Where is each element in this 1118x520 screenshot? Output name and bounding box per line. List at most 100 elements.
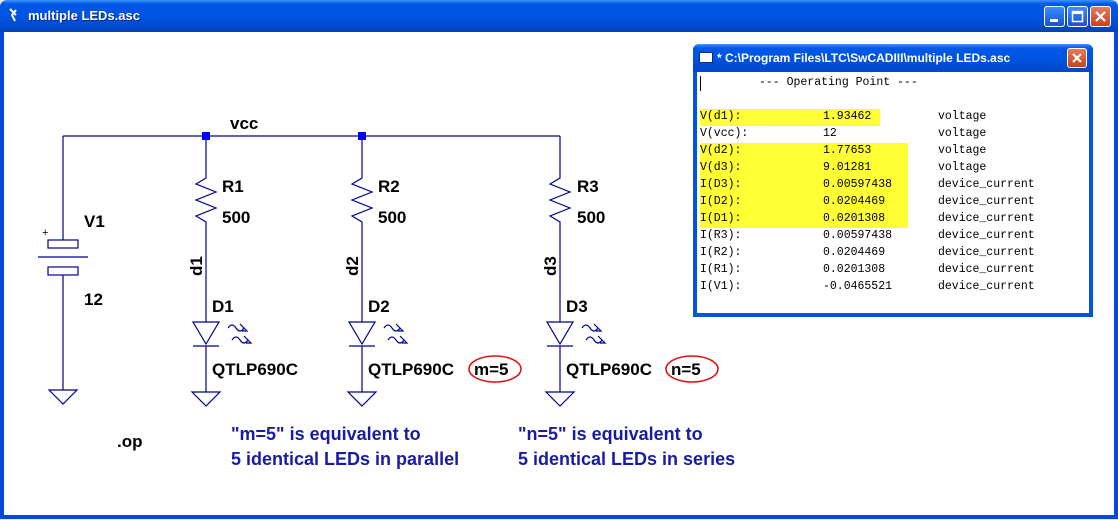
op-result-value: 12 [823, 127, 837, 140]
window-title-bar[interactable]: multiple LEDs.asc [0, 0, 1118, 32]
row-highlight [700, 211, 908, 228]
op-close-button[interactable] [1067, 48, 1087, 68]
close-button[interactable] [1090, 6, 1111, 27]
r1-value-label: 500 [222, 208, 250, 227]
r3-value-label: 500 [577, 208, 605, 227]
maximize-button[interactable] [1067, 6, 1088, 27]
op-result-value: 0.0204469 [823, 195, 886, 208]
d2-param-label: m=5 [474, 360, 509, 379]
junction-node-r2 [358, 132, 366, 140]
close-icon [1095, 11, 1106, 22]
r2-name-label: R2 [378, 177, 400, 196]
schematic-drawing[interactable]: + vcc V1 12 [4, 32, 1114, 515]
op-result-name: V(d2): [700, 144, 742, 157]
d3-param-label: n=5 [671, 360, 701, 379]
battery-v1-symbol [38, 239, 88, 276]
op-result-value: 0.00597438 [823, 178, 893, 191]
window-app-icon [699, 52, 713, 63]
op-result-row: I(R1): 0.0201308 device_current [700, 262, 1089, 279]
param-n-highlight-ellipse [665, 355, 719, 383]
op-result-value: 0.0201308 [823, 263, 886, 276]
d2-name-label: D2 [368, 297, 390, 316]
op-result-name: I(D2): [700, 195, 742, 208]
op-result-row: I(V1): -0.0465521 device_current [700, 279, 1089, 296]
net-label-d3: d3 [541, 256, 560, 276]
op-result-kind: voltage [938, 144, 987, 157]
row-highlight [700, 160, 908, 177]
op-result-row: I(R2): 0.0204469 device_current [700, 245, 1089, 262]
battery-plus-label: + [42, 227, 48, 239]
resistor-r1-symbol [194, 168, 218, 232]
op-result-row: I(D2): 0.0204469 device_current [700, 194, 1089, 211]
ground-d3-icon [544, 391, 576, 407]
d3-name-label: D3 [566, 297, 588, 316]
op-result-name: I(D1): [700, 212, 742, 225]
text-cursor [700, 76, 701, 91]
op-result-kind: device_current [938, 263, 1035, 276]
note-series-line2: 5 identical LEDs in series [518, 449, 735, 469]
row-highlight [700, 143, 908, 160]
r2-value-label: 500 [378, 208, 406, 227]
window-frame-bottom [0, 515, 1118, 519]
led-d3-symbol [545, 321, 607, 347]
led-d2-symbol [347, 321, 409, 347]
op-window-title-bar[interactable]: * C:\Program Files\LTC\SwCADIII\multiple… [693, 44, 1093, 72]
row-highlight [700, 194, 908, 211]
op-result-kind: device_current [938, 246, 1035, 259]
window-frame-left [0, 32, 4, 519]
resistor-r2-symbol [350, 168, 374, 232]
window-frame-right [1114, 32, 1118, 519]
op-result-row: I(D1): 0.0201308 device_current [700, 211, 1089, 228]
op-result-kind: device_current [938, 212, 1035, 225]
op-result-value: 9.01281 [823, 161, 872, 174]
d3-model-label: QTLP690C [566, 360, 652, 379]
ground-v1-icon [47, 389, 79, 405]
op-heading: --- Operating Point --- [759, 76, 918, 89]
ground-d2-icon [346, 391, 378, 407]
maximize-icon [1071, 10, 1084, 23]
net-label-d2: d2 [343, 256, 362, 276]
operating-point-window[interactable]: * C:\Program Files\LTC\SwCADIII\multiple… [693, 44, 1093, 317]
op-result-value: 0.00597438 [823, 229, 893, 242]
op-result-name: I(V1): [700, 280, 742, 293]
d1-model-label: QTLP690C [212, 360, 298, 379]
op-result-value: -0.0465521 [823, 280, 893, 293]
v1-value-label: 12 [84, 290, 103, 309]
op-result-row: V(d3): 9.01281 voltage [700, 160, 1089, 177]
note-parallel-line2: 5 identical LEDs in parallel [231, 449, 459, 469]
op-result-name: I(R2): [700, 246, 742, 259]
net-label-vcc: vcc [230, 114, 258, 133]
op-result-row: I(D3): 0.00597438 device_current [700, 177, 1089, 194]
ground-d1-icon [190, 391, 222, 407]
op-result-kind: voltage [938, 127, 987, 140]
note-parallel-line1: "m=5" is equivalent to [231, 424, 421, 444]
ltspice-app-icon [9, 8, 17, 22]
op-result-kind: voltage [938, 161, 987, 174]
op-directive: .op [117, 432, 143, 451]
led-d1-symbol [191, 321, 253, 347]
op-result-name: V(d1): [700, 110, 742, 123]
close-icon [1072, 53, 1082, 63]
note-series-line1: "n=5" is equivalent to [518, 424, 703, 444]
resistor-r3-symbol [548, 168, 572, 232]
op-result-value: 0.0204469 [823, 246, 886, 259]
op-result-name: V(d3): [700, 161, 742, 174]
op-result-name: I(R1): [700, 263, 742, 276]
op-result-kind: device_current [938, 178, 1035, 191]
r3-name-label: R3 [577, 177, 599, 196]
minimize-button[interactable] [1044, 6, 1065, 27]
op-result-kind: device_current [938, 280, 1035, 293]
op-result-value: 0.0201308 [823, 212, 886, 225]
net-label-d1: d1 [187, 256, 206, 276]
op-window-title: * C:\Program Files\LTC\SwCADIII\multiple… [717, 51, 1011, 65]
op-result-name: I(D3): [700, 178, 742, 191]
d1-name-label: D1 [212, 297, 234, 316]
param-m-highlight-ellipse [468, 355, 522, 383]
op-result-kind: device_current [938, 195, 1035, 208]
minimize-icon [1050, 19, 1058, 22]
